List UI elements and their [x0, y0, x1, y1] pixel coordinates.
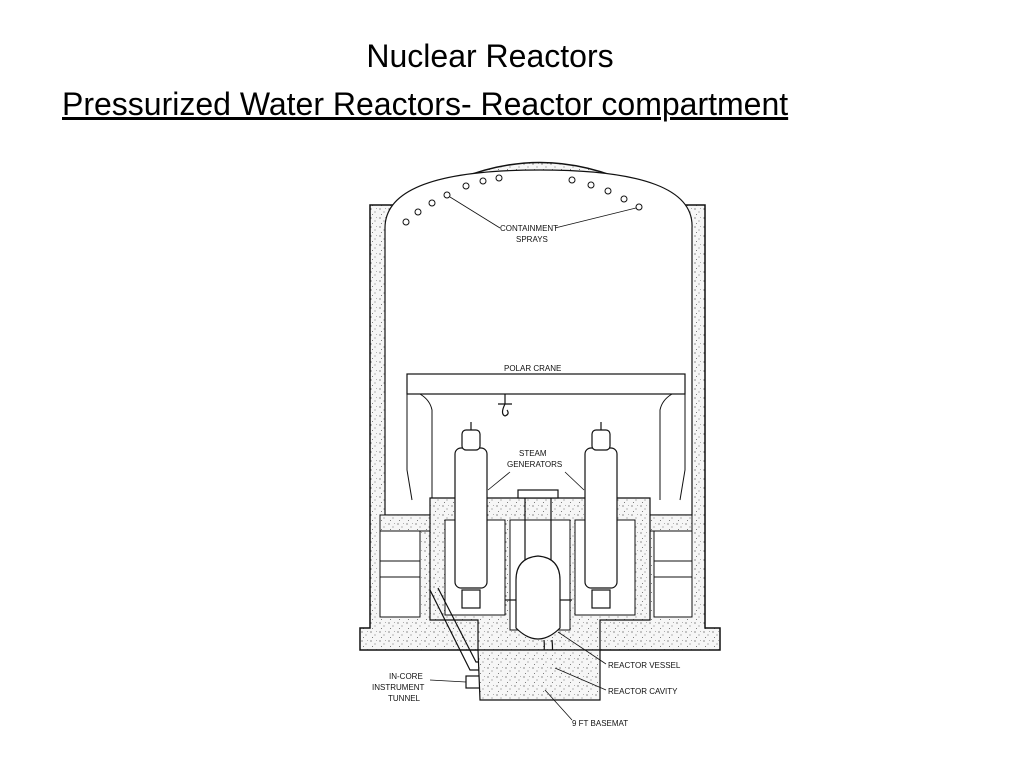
- reactor-vessel: [505, 489, 572, 640]
- steam-generator-right: [584, 422, 618, 609]
- containment-sprays-label-2: SPRAYS: [516, 235, 548, 244]
- in-core-label-1: IN-CORE: [389, 672, 423, 681]
- callout-leaders: [429, 631, 607, 721]
- basemat-label: 9 FT BASEMAT: [572, 719, 628, 728]
- steam-generators-label-1: STEAM: [519, 449, 547, 458]
- containment-spray-nozzles: [402, 174, 643, 226]
- polar-crane-label: POLAR CRANE: [504, 364, 561, 373]
- crane-supports: [406, 393, 686, 501]
- slide-title: Nuclear Reactors: [366, 38, 614, 74]
- polar-crane-beam: [406, 373, 686, 395]
- slide-subtitle: Pressurized Water Reactors- Reactor comp…: [62, 86, 789, 122]
- containment-sprays-label-1: CONTAINMENT: [500, 224, 558, 233]
- right-compartments: [653, 530, 693, 618]
- steam-generator-left: [454, 422, 488, 609]
- left-compartments: [379, 530, 421, 618]
- containment-interior: [384, 169, 693, 516]
- containment-sprays-leaders: [449, 196, 637, 229]
- steam-generators-label-2: GENERATORS: [507, 460, 562, 469]
- in-core-label-2: INSTRUMENT: [372, 683, 425, 692]
- crane-hook-icon: [498, 394, 512, 417]
- in-core-label-3: TUNNEL: [388, 694, 421, 703]
- reactor-vessel-label: REACTOR VESSEL: [608, 661, 681, 670]
- reactor-cavity-label: REACTOR CAVITY: [608, 687, 678, 696]
- basemat: [477, 649, 601, 701]
- steam-generators-leaders: [487, 471, 585, 491]
